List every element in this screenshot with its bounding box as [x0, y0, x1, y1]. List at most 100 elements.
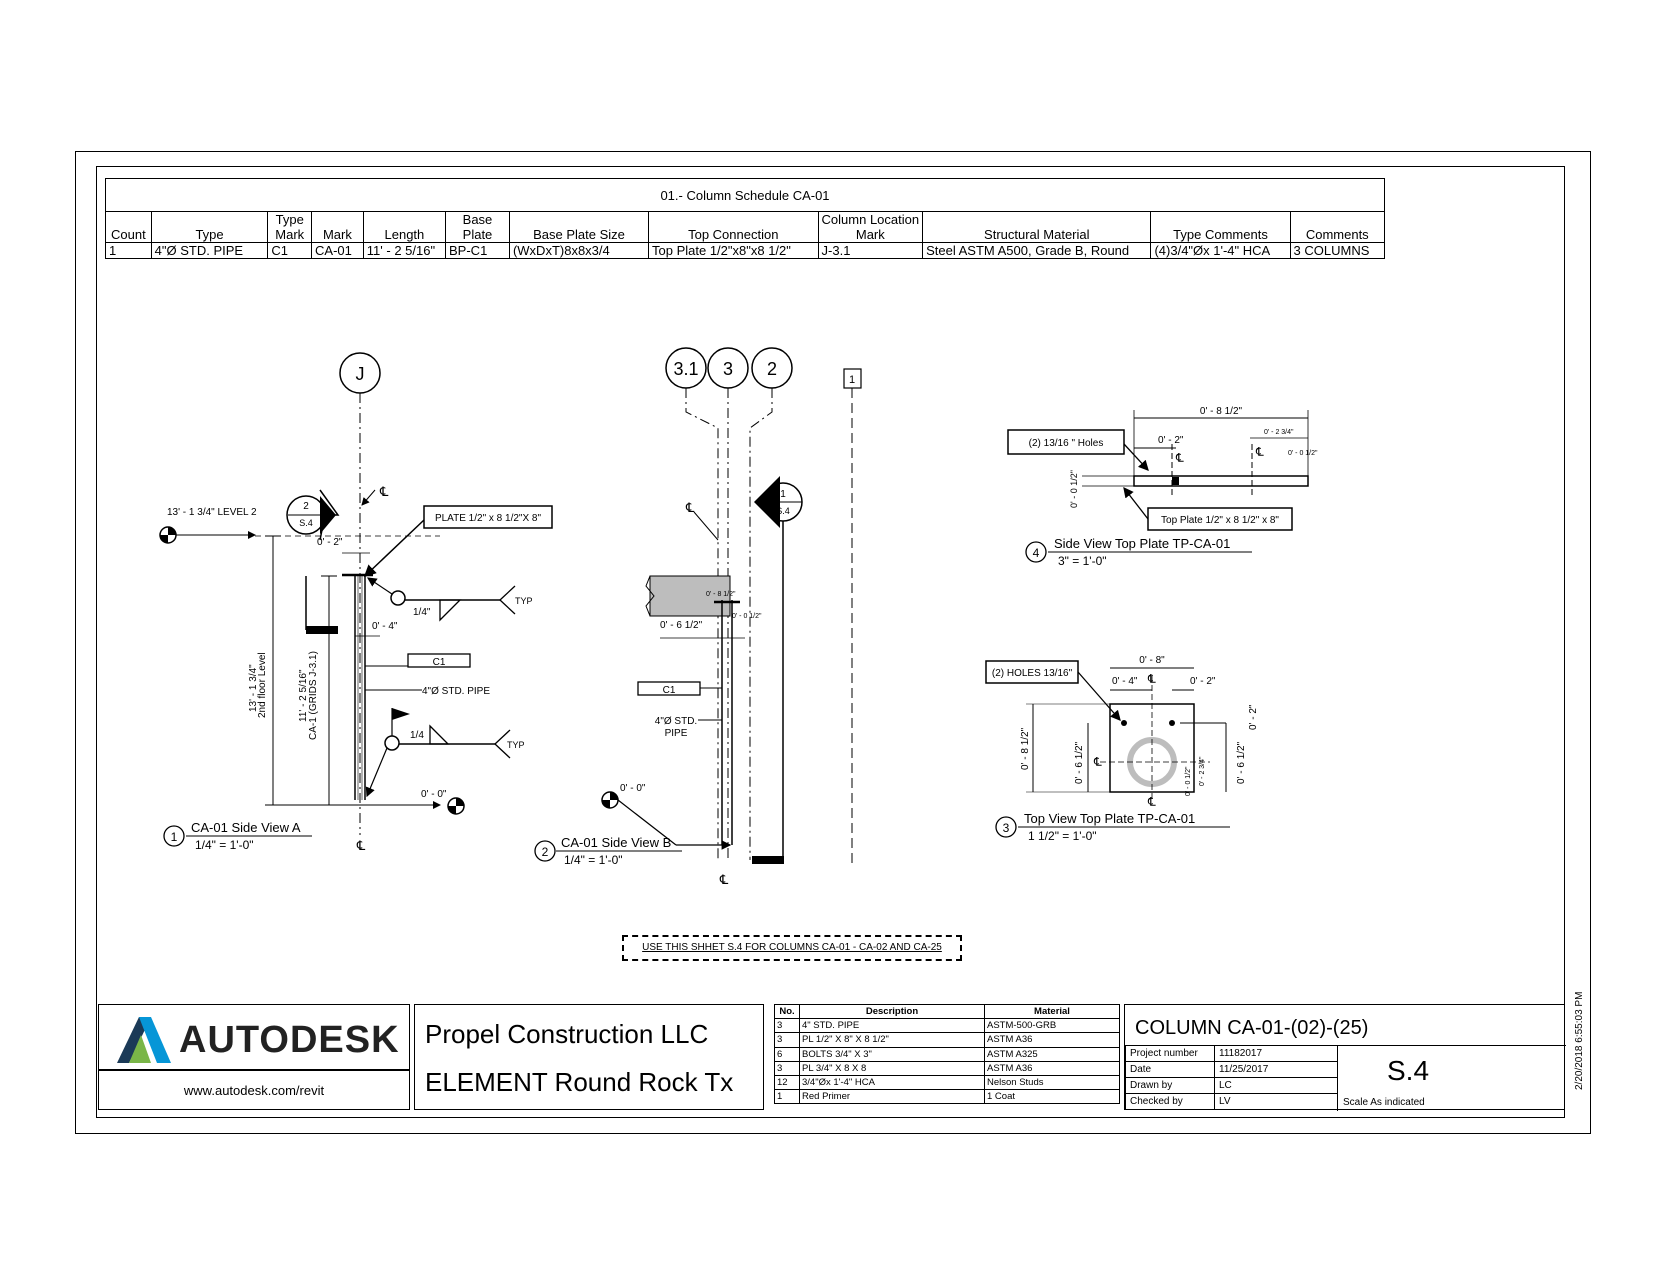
column-tag — [407, 653, 471, 668]
project-number-label: Project number — [1125, 1045, 1215, 1062]
base-plate-block — [752, 856, 784, 864]
schedule-header: Count — [105, 211, 152, 243]
divider — [1337, 1045, 1339, 1111]
pipe-label: 4"Ø STD. PIPE — [422, 686, 490, 697]
grid-label-j: J — [356, 364, 365, 384]
logo-mark-teal — [139, 1017, 171, 1063]
bom-cell: ASTM-500-GRB — [984, 1018, 1120, 1034]
view-4-side-view-top-plate: 0' - 8 1/2" 0' - 2" 0' - 2 3/4" 0' - 0 1… — [1007, 406, 1318, 568]
schedule-cell: 11' - 2 5/16" — [362, 242, 447, 259]
dim-label: 0' - 8" — [1139, 655, 1165, 666]
holes-callout-text: (2) 13/16 " Holes — [1029, 438, 1104, 449]
bom-cell: 6 — [774, 1046, 800, 1062]
bom-header: No. — [774, 1003, 800, 1020]
bom-cell: Red Primer — [799, 1089, 985, 1105]
dim-label: 0' - 4" — [372, 621, 398, 632]
dim-label: 0' - 0 1/2" — [1185, 766, 1192, 796]
view-title: CA-01 Side View B — [561, 835, 671, 850]
date-label: Date — [1125, 1061, 1215, 1078]
dim-label: 0' - 8 1/2" — [1200, 406, 1243, 417]
schedule-header: Base Plate Size — [508, 211, 650, 243]
checked-by-label: Checked by — [1125, 1093, 1215, 1110]
dim-label: 0' - 6 1/2" — [1074, 741, 1085, 784]
schedule-cell: BP-C1 — [445, 242, 510, 259]
schedule-header: Type — [150, 211, 269, 243]
grid-label: 3 — [723, 359, 733, 379]
bom-cell: 12 — [774, 1074, 800, 1091]
column-tag-label: C1 — [663, 685, 676, 696]
bolt-hole — [1169, 720, 1175, 726]
bom-cell: BOLTS 3/4" X 3" — [799, 1046, 985, 1062]
autodesk-logo: AUTODESK — [117, 1017, 400, 1063]
bom-row: 1 Red Primer 1 Coat — [774, 1089, 1120, 1105]
sheet-title: COLUMN CA-01-(02)-(25) — [1135, 1017, 1369, 1039]
pipe-label: 4"Ø STD. — [655, 716, 697, 727]
dim-label-sub: 2nd floor Level — [257, 652, 268, 718]
bolt-hole — [1121, 720, 1127, 726]
dim-label: 0' - 0 1/2" — [1288, 450, 1318, 457]
date-value: 11/25/2017 — [1214, 1061, 1338, 1078]
view-scale: 1 1/2" = 1'-0" — [1028, 829, 1097, 843]
bom-cell: ASTM A325 — [984, 1046, 1120, 1062]
company-cell: Propel Construction LLC ELEMENT Round Ro… — [414, 1004, 764, 1110]
dim-label: 0' - 0 1/2" — [1069, 470, 1079, 508]
dim-label: 0' - 0" — [620, 783, 646, 794]
view-number: 4 — [1033, 546, 1040, 560]
view-number-bubble — [163, 825, 185, 847]
view-1-side-view-a: J 13' - 1 3/4" LEVEL 2 2 S.4 PLATE 1/2" … — [159, 352, 553, 853]
grid-label: 2 — [767, 359, 777, 379]
bom-cell: 3 — [774, 1032, 800, 1048]
divider — [1125, 1045, 1566, 1047]
view-scale: 1/4" = 1'-0" — [564, 853, 623, 867]
grid-line-1: 1 — [843, 368, 862, 865]
holes-callout-box — [1007, 429, 1125, 455]
schedule-row: 1 4"Ø STD. PIPE C1 CA-01 11' - 2 5/16" B… — [105, 242, 1386, 259]
schedule-header: Top Connection — [648, 211, 819, 243]
bom-cell: 3 — [774, 1018, 800, 1034]
top-plate-side — [1133, 475, 1309, 487]
bom-header-row: No. Description Material — [774, 1003, 1120, 1020]
dim-label: 0' - 2" — [1190, 676, 1216, 687]
centerline-icon: ℄ — [1147, 795, 1156, 809]
base-plate-block — [306, 626, 338, 634]
beam-section-hatch — [649, 575, 731, 617]
dim-label: 0' - 2 3/4" — [1264, 429, 1294, 436]
dim-label: 0' - 4" — [1112, 676, 1138, 687]
weld-typ: TYP — [515, 596, 533, 606]
centerline-icon: ℄ — [356, 838, 366, 853]
bom-row: 12 3/4"Øx 1'-4" HCA Nelson Studs — [774, 1074, 1120, 1091]
sheet-outer-border — [75, 151, 1591, 1134]
logo-text: AUTODESK — [179, 1019, 400, 1061]
bom-cell: PL 3/4" X 8 X 8 — [799, 1060, 985, 1076]
bom-cell: Nelson Studs — [984, 1074, 1120, 1091]
bom-cell: 3 — [774, 1060, 800, 1076]
schedule-cell: 3 COLUMNS — [1289, 242, 1386, 259]
bill-of-materials-table: No. Description Material 3 4" STD. PIPE … — [774, 1003, 1120, 1105]
bom-row: 3 PL 1/2" X 8" X 8 1/2" ASTM A36 — [774, 1032, 1120, 1048]
view-number: 2 — [542, 845, 549, 859]
bom-cell: PL 1/2" X 8" X 8 1/2" — [799, 1032, 985, 1048]
logo-cell: AUTODESK — [98, 1004, 410, 1070]
logo-mark-green — [129, 1035, 151, 1063]
view-scale: 3" = 1'-0" — [1058, 554, 1107, 568]
field-weld-flag-icon — [392, 708, 410, 720]
sheet-inner-border — [96, 166, 1565, 1118]
bom-row: 6 BOLTS 3/4" X 3" ASTM A325 — [774, 1046, 1120, 1062]
view-2-side-view-b: 3.1 3 2 1 S.4 0' - 8 1/2" 0' - 0 1/2" 0'… — [534, 347, 803, 887]
schedule-header: Length — [362, 211, 447, 243]
sheet-number: S.4 — [1387, 1055, 1430, 1086]
bom-header: Material — [984, 1003, 1120, 1020]
title-block: AUTODESK www.autodesk.com/revit Propel C… — [96, 1003, 1566, 1118]
dim-label: 0' - 2" — [1248, 704, 1259, 730]
schedule-cell: Top Plate 1/2"x8"x8 1/2" — [648, 242, 819, 259]
centerline-icon: ℄ — [719, 872, 729, 887]
holes-callout-text: (2) HOLES 13/16" — [992, 668, 1073, 679]
column-tag-label: C1 — [433, 657, 446, 668]
logo-mark-dark — [117, 1017, 151, 1063]
dim-label: 0' - 6 1/2" — [1236, 741, 1247, 784]
dim-label: 0' - 8 1/2" — [706, 591, 736, 598]
schedule-header: Type Mark — [267, 211, 313, 243]
print-timestamp: 2/20/2018 6:55:03 PM — [1574, 991, 1585, 1090]
schedule-header: Column Location Mark — [817, 211, 924, 243]
